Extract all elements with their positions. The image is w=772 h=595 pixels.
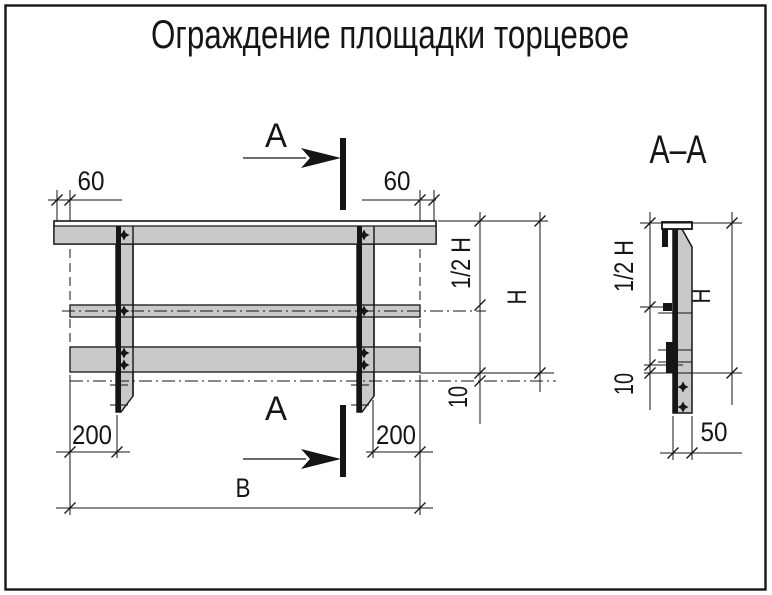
sheet-border [4, 4, 767, 591]
dim-text-toe-gap-front: 10 [443, 386, 473, 408]
front-view: 60 60 200 200 В [48, 166, 556, 515]
section-toe-plate-lines [658, 349, 692, 363]
dim-total-width: В [56, 375, 433, 515]
section-post-edge [673, 230, 678, 413]
post-fixing-marks [110, 384, 369, 406]
dim-text-overhang-right: 60 [384, 166, 411, 196]
cut-plane-bottom [340, 405, 346, 477]
section-view-title: А–А [650, 128, 707, 172]
center-lines [62, 310, 556, 382]
platform-edge-lines [69, 249, 421, 346]
dim-text-total-height-section: Н [686, 289, 716, 304]
dim-text-post-width: 50 [701, 417, 728, 447]
section-middle-rail [663, 303, 672, 311]
dim-heights-front: 1/2 Н Н 10 [420, 212, 554, 424]
section-toe-plate [666, 342, 673, 373]
dim-text-half-height-section: 1/2 Н [609, 240, 639, 292]
dim-text-half-height-front: 1/2 Н [446, 237, 476, 289]
top-rail [53, 220, 437, 245]
dim-post-width: 50 [660, 416, 742, 460]
cut-letter-top: А [265, 117, 287, 155]
dim-heights-section: 1/2 Н 10 Н [609, 212, 742, 410]
dim-text-post-offset-left: 200 [72, 420, 112, 450]
dim-post-offset-left: 200 [56, 415, 130, 459]
dim-text-total-width: В [236, 473, 251, 503]
section-cut-top: А [243, 117, 346, 210]
section-cut-bottom: А [243, 390, 346, 477]
drawing-title: Ограждение площадки торцевое [151, 13, 629, 57]
dim-text-post-offset-right: 200 [376, 420, 416, 450]
cut-arrow-bottom [301, 449, 341, 469]
section-view: А–А 1/2 Н 10 Н 50 [609, 128, 742, 460]
dim-overhang-right: 60 [362, 166, 441, 221]
dim-text-toe-gap-section: 10 [609, 373, 639, 395]
cut-arrow-top [301, 148, 341, 168]
cut-plane-top [340, 138, 346, 210]
dim-text-total-height-front: Н [502, 290, 532, 305]
dim-post-offset-right: 200 [366, 400, 433, 459]
section-handrail-angle [661, 221, 693, 247]
dim-overhang-left: 60 [48, 166, 122, 221]
dim-text-overhang-left: 60 [78, 166, 105, 196]
cut-letter-bottom: А [265, 390, 287, 428]
